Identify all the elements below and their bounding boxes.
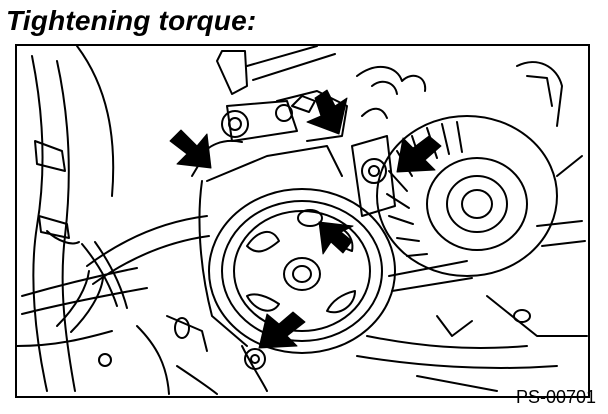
engine-illustration bbox=[17, 46, 588, 395]
upper-bolt bbox=[275, 104, 293, 122]
page-title: Tightening torque: bbox=[6, 5, 257, 36]
bolts bbox=[244, 104, 293, 370]
arrow-bracket-icon bbox=[169, 129, 212, 169]
figure-code: PS-00701 bbox=[515, 387, 596, 407]
pump-pulley bbox=[208, 188, 396, 354]
engine-block-left bbox=[17, 46, 170, 395]
arrow-top-bolt-icon bbox=[306, 89, 348, 135]
arrow-alternator-icon bbox=[396, 135, 442, 173]
arrow-lower-bolt-icon bbox=[258, 311, 306, 349]
diagram-frame bbox=[15, 44, 590, 398]
pump-body bbox=[166, 145, 343, 395]
alternator bbox=[351, 61, 586, 277]
drive-belt bbox=[356, 260, 588, 392]
lower-bolt bbox=[244, 348, 266, 370]
arrow-pulley-center-icon bbox=[318, 221, 354, 255]
coolant-hose bbox=[56, 215, 210, 333]
